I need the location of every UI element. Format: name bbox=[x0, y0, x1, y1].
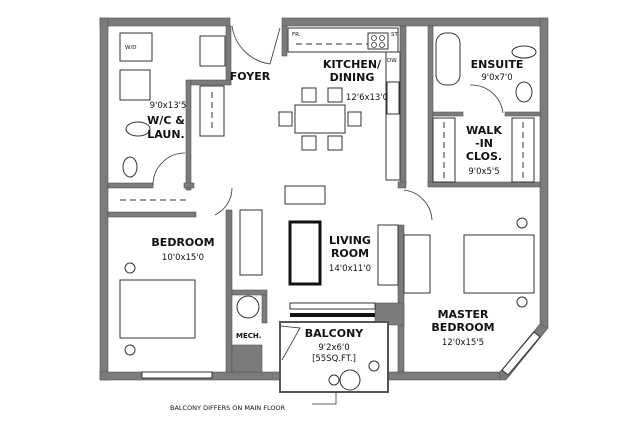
tv-console bbox=[377, 224, 399, 286]
kitchen-label: KITCHEN/ bbox=[323, 58, 382, 71]
closet-label: WALK bbox=[466, 124, 502, 137]
wc-label: W/C & bbox=[147, 114, 185, 127]
svg-text:W/D: W/D bbox=[125, 45, 137, 51]
living-label-2: ROOM bbox=[331, 247, 369, 260]
nightstand bbox=[124, 262, 136, 274]
svg-text:ST.: ST. bbox=[391, 32, 399, 38]
nightstand bbox=[516, 296, 528, 308]
nightstand bbox=[516, 217, 528, 229]
closet-label-3: CLOS. bbox=[466, 150, 502, 163]
svg-text:DW.: DW. bbox=[387, 58, 398, 64]
svg-text:FR.: FR. bbox=[292, 32, 301, 38]
mech-label: MECH. bbox=[236, 332, 261, 340]
balcony-note: BALCONY DIFFERS ON MAIN FLOOR bbox=[170, 404, 286, 412]
interior-walls bbox=[107, 25, 541, 373]
ensuite-label: ENSUITE bbox=[471, 58, 524, 71]
living-size: 14'0x11'0 bbox=[329, 264, 371, 274]
kitchen-counter: FR. ST. DW. bbox=[287, 27, 401, 181]
living-label: LIVING bbox=[329, 234, 371, 247]
balcony-door bbox=[279, 325, 301, 361]
sofa bbox=[239, 209, 263, 276]
dining-table bbox=[278, 87, 362, 151]
sink-vanity bbox=[122, 156, 138, 178]
water-heater bbox=[236, 295, 260, 319]
door-swing-ensuite bbox=[469, 84, 504, 114]
master-size: 12'0x15'5 bbox=[442, 338, 484, 348]
bed-bedroom bbox=[119, 279, 196, 339]
ensuite-size: 9'0x7'0 bbox=[481, 73, 512, 83]
toilet-ensuite bbox=[511, 45, 537, 59]
master-label-2: BEDROOM bbox=[431, 321, 494, 334]
master-label: MASTER bbox=[438, 308, 489, 321]
windows bbox=[141, 302, 541, 379]
dresser bbox=[403, 234, 431, 294]
bedroom-label: BEDROOM bbox=[151, 236, 214, 249]
armchair bbox=[284, 185, 326, 205]
balcony-area: [55SQ.FT.] bbox=[312, 354, 356, 364]
door-swing-bedroom bbox=[214, 187, 233, 216]
bedroom-size: 10'0x15'0 bbox=[162, 253, 204, 263]
nightstand bbox=[124, 344, 136, 356]
balcony-size: 9'2x6'0 bbox=[318, 343, 349, 353]
door-swing-master bbox=[403, 189, 433, 221]
closet-size: 9'0x5'5 bbox=[468, 167, 499, 177]
sink-wc bbox=[199, 35, 226, 67]
washer-dryer: W/D bbox=[119, 32, 153, 62]
entry-door bbox=[231, 25, 281, 65]
kitchen-size: 12'6x13'0 bbox=[346, 93, 388, 103]
balcony-table bbox=[339, 369, 361, 391]
foyer-label: FOYER bbox=[230, 70, 271, 83]
laundry-tub bbox=[119, 69, 151, 101]
kitchen-label-2: DINING bbox=[330, 71, 375, 84]
closet-shelf-left bbox=[432, 117, 456, 183]
toilet-wc bbox=[125, 121, 151, 137]
closet-shelf-right bbox=[511, 117, 535, 183]
bed-master bbox=[463, 234, 535, 294]
wc-label-2: LAUN. bbox=[147, 128, 185, 141]
door-swing-wc bbox=[152, 152, 186, 186]
note-leader bbox=[312, 392, 337, 405]
rug bbox=[288, 220, 322, 286]
bathtub bbox=[435, 32, 461, 86]
wc-size: 9'0x13'5 bbox=[150, 101, 187, 111]
closet-label-2: -IN bbox=[475, 137, 493, 150]
balcony-label: BALCONY bbox=[305, 327, 365, 340]
kitchen-sink bbox=[386, 81, 400, 115]
sink-ensuite bbox=[515, 81, 533, 103]
